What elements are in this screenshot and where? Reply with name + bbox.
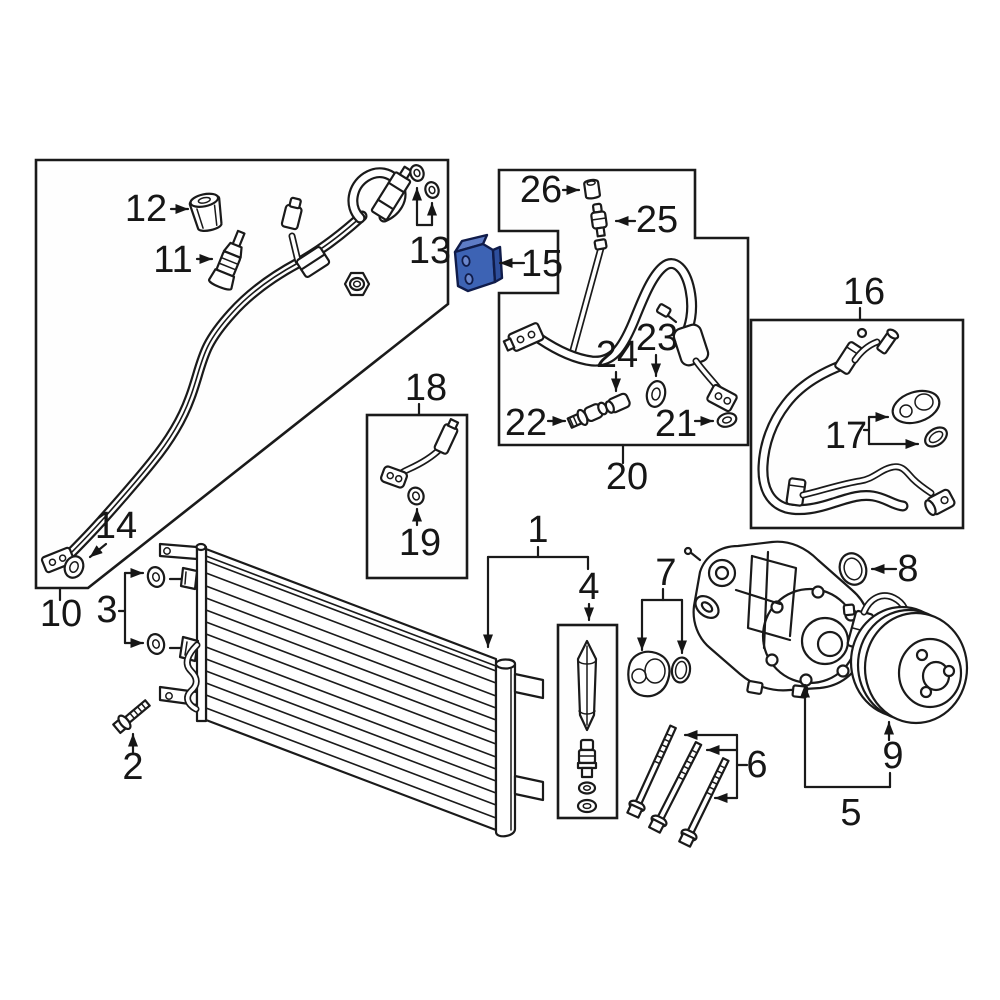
hose-o-ring-part xyxy=(716,412,738,428)
callout-17-bracket xyxy=(862,412,920,449)
line-end-fitting xyxy=(40,546,76,574)
line-flange xyxy=(370,165,413,221)
clutch-pulley-drawing xyxy=(842,592,969,725)
callout-label-4: 4 xyxy=(578,566,599,608)
compressor-drawing xyxy=(683,540,871,699)
suction-valve-stem xyxy=(876,328,900,355)
callout-label-5: 5 xyxy=(840,792,861,834)
callout-label-11: 11 xyxy=(153,239,192,281)
discharge-hose-drawing xyxy=(502,178,738,429)
valve-cap-part xyxy=(188,192,223,232)
callout-label-13: 13 xyxy=(409,230,451,272)
suction-end-fitting xyxy=(924,488,956,517)
charge-valve-part xyxy=(208,229,246,291)
callout-label-23: 23 xyxy=(636,317,678,359)
callout-13-bracket xyxy=(412,186,437,227)
callout-label-22: 22 xyxy=(505,402,547,444)
callout-label-18: 18 xyxy=(405,367,447,409)
callout-label-9: 9 xyxy=(882,735,903,777)
condenser-clip-top xyxy=(168,566,199,591)
callout-label-19: 19 xyxy=(399,522,441,564)
port-gaskets-part xyxy=(627,650,692,698)
o-rings-13 xyxy=(409,164,440,199)
line-clamp xyxy=(295,246,331,278)
discharge-hose-box xyxy=(497,168,750,447)
line-nut xyxy=(343,271,371,297)
callout-label-2: 2 xyxy=(122,746,143,788)
line-sensor xyxy=(280,196,303,231)
callout-label-7: 7 xyxy=(655,552,676,594)
callout-label-25: 25 xyxy=(636,199,678,241)
tube-o-ring-part xyxy=(407,486,425,506)
callout-label-20: 20 xyxy=(606,456,648,498)
callout-label-6: 6 xyxy=(746,744,767,786)
callout-label-21: 21 xyxy=(655,403,697,445)
callout-label-12: 12 xyxy=(125,188,167,230)
callout-label-17: 17 xyxy=(825,415,867,457)
hose-o-ring-17 xyxy=(924,426,948,448)
hose-gasket-part xyxy=(891,389,941,425)
callout-5-bracket xyxy=(800,683,892,789)
callout-3-bracket xyxy=(117,568,145,648)
condenser-drawing xyxy=(158,542,545,838)
mount-grommets-part xyxy=(146,566,166,655)
compressor-bolts-part xyxy=(626,724,730,848)
hose-left-fitting xyxy=(502,322,545,352)
callout-7-bracket xyxy=(637,587,687,655)
o-ring-14 xyxy=(63,555,85,579)
liquid-line-drawing xyxy=(40,164,440,579)
callout-labels: 1 2 3 4 5 6 7 8 9 10 11 12 13 14 15 16 1… xyxy=(40,169,919,834)
hose-end-fitting xyxy=(706,383,738,413)
hose-fitting-part xyxy=(604,392,631,414)
callout-label-26: 26 xyxy=(520,169,562,211)
valve-core-part xyxy=(590,202,608,238)
callout-label-3: 3 xyxy=(96,589,117,631)
sealing-washer-part xyxy=(645,380,667,408)
callout-label-8: 8 xyxy=(897,548,918,590)
callout-1-bracket xyxy=(483,545,590,649)
suction-hose-drawing xyxy=(757,327,956,517)
mount-bolt-part xyxy=(112,699,151,735)
callout-6-bracket xyxy=(683,730,749,803)
shaft-seal-part xyxy=(838,552,868,586)
service-cap-part xyxy=(583,178,602,200)
callout-arrows xyxy=(58,185,920,803)
callout-label-10: 10 xyxy=(40,593,82,635)
ac-tube-drawing xyxy=(380,418,460,506)
callout-14-arrow xyxy=(88,542,108,559)
callout-label-15: 15 xyxy=(521,243,563,285)
callout-label-24: 24 xyxy=(596,334,638,376)
drier-kit-drawing xyxy=(576,639,598,814)
callout-label-1: 1 xyxy=(527,509,548,551)
expansion-valve-highlighted xyxy=(453,233,504,293)
callout-label-16: 16 xyxy=(843,271,885,313)
callout-label-14: 14 xyxy=(95,505,137,547)
